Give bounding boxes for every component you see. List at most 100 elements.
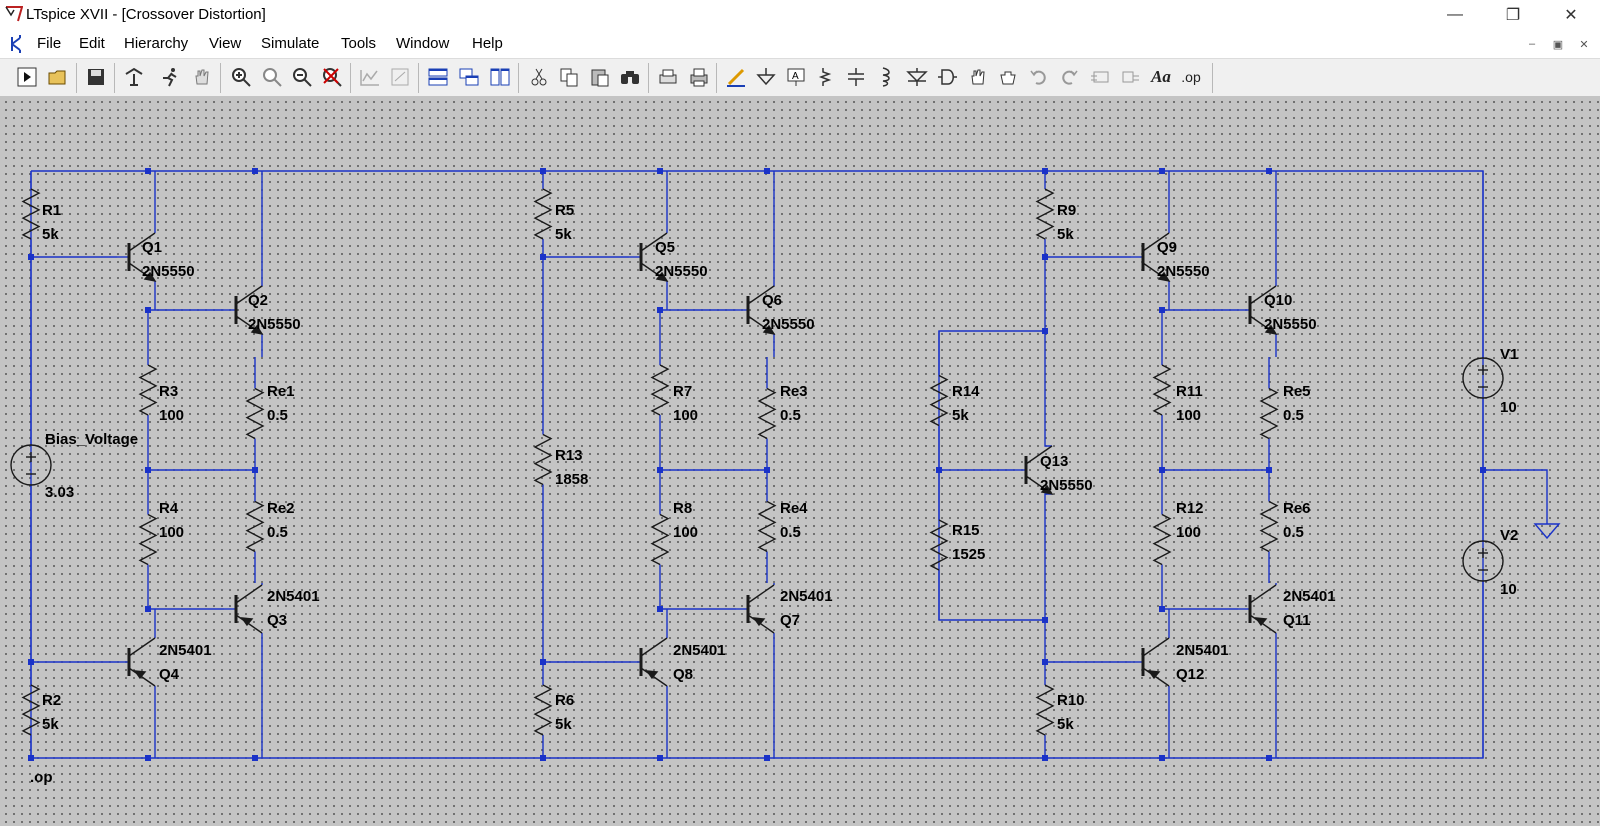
component-label[interactable]: Q10: [1264, 292, 1292, 309]
run-man-button[interactable]: [157, 64, 183, 90]
component-label[interactable]: V2: [1500, 527, 1518, 544]
cascade-button[interactable]: [456, 64, 482, 90]
mdi-minimize-button[interactable]: –: [1520, 34, 1544, 54]
diode-button[interactable]: [904, 64, 930, 90]
component-label[interactable]: R14: [952, 383, 980, 400]
component-label[interactable]: Re2: [267, 500, 295, 517]
component-label[interactable]: Q1: [142, 239, 162, 256]
component-label[interactable]: Q7: [780, 612, 800, 629]
component-label[interactable]: R6: [555, 692, 574, 709]
component-label[interactable]: Bias_Voltage: [45, 431, 138, 448]
wire[interactable]: [1044, 493, 1052, 620]
resistor[interactable]: [21, 188, 41, 240]
component-label[interactable]: 2N5401: [159, 642, 212, 659]
component-label[interactable]: 2N5401: [780, 588, 833, 605]
component-label[interactable]: 100: [1176, 407, 1201, 424]
component-label[interactable]: Re3: [780, 383, 808, 400]
component-label[interactable]: 10: [1500, 399, 1517, 416]
spice-directive[interactable]: .op: [30, 769, 53, 786]
component-label[interactable]: Q8: [673, 666, 693, 683]
voltage-source[interactable]: [10, 444, 52, 486]
tile-horizontal-button[interactable]: [425, 64, 451, 90]
component-label[interactable]: 100: [673, 524, 698, 541]
minimize-button[interactable]: —: [1426, 0, 1484, 30]
wire[interactable]: [1044, 331, 1052, 447]
resistor[interactable]: [650, 364, 670, 416]
wire[interactable]: [30, 170, 1484, 759]
component-label[interactable]: 5k: [555, 226, 572, 243]
component-label[interactable]: 100: [1176, 524, 1201, 541]
resistor[interactable]: [533, 684, 553, 736]
component-label[interactable]: 5k: [1057, 716, 1074, 733]
voltage-source[interactable]: [1462, 540, 1504, 582]
resistor[interactable]: [929, 374, 949, 427]
component-label[interactable]: R13: [555, 447, 583, 464]
redo-button[interactable]: [1056, 64, 1082, 90]
resistor[interactable]: [138, 513, 158, 566]
component-label[interactable]: 5k: [42, 226, 59, 243]
component-label[interactable]: 2N5550: [762, 316, 815, 333]
tile-vertical-button[interactable]: [487, 64, 513, 90]
waveform-button[interactable]: [357, 64, 383, 90]
component-label[interactable]: R5: [555, 202, 574, 219]
resistor[interactable]: [245, 387, 265, 440]
component-label[interactable]: 2N5550: [1040, 477, 1093, 494]
mdi-close-button[interactable]: ✕: [1572, 34, 1596, 54]
autorange-button[interactable]: [387, 64, 413, 90]
component-label[interactable]: 2N5550: [655, 263, 708, 280]
resistor[interactable]: [929, 519, 949, 571]
component-label[interactable]: 5k: [555, 716, 572, 733]
component-label[interactable]: 0.5: [267, 407, 288, 424]
zoom-cancel-button[interactable]: [319, 64, 345, 90]
component-label[interactable]: R7: [673, 383, 692, 400]
component-label[interactable]: R10: [1057, 692, 1085, 709]
restore-button[interactable]: ❐: [1484, 0, 1542, 30]
wire[interactable]: [938, 330, 1045, 621]
menu-window[interactable]: Window: [396, 35, 450, 52]
pan-button[interactable]: [189, 64, 215, 90]
component-label[interactable]: Re5: [1283, 383, 1311, 400]
component-label[interactable]: Q4: [159, 666, 180, 683]
component-label[interactable]: R8: [673, 500, 692, 517]
zoom-full-button[interactable]: [259, 64, 285, 90]
resistor[interactable]: [533, 188, 553, 240]
spice-directive-button[interactable]: .op: [1178, 64, 1204, 90]
component-label[interactable]: 0.5: [780, 524, 801, 541]
wire[interactable]: [1483, 469, 1548, 524]
resistor[interactable]: [1152, 364, 1172, 416]
component-label[interactable]: 5k: [42, 716, 59, 733]
mdi-restore-button[interactable]: ▣: [1546, 34, 1570, 54]
component-label[interactable]: R12: [1176, 500, 1204, 517]
component-label[interactable]: 2N5401: [673, 642, 726, 659]
component-label[interactable]: 2N5550: [248, 316, 301, 333]
component-label[interactable]: R11: [1176, 383, 1203, 400]
component-label[interactable]: 10: [1500, 581, 1517, 598]
menu-hierarchy[interactable]: Hierarchy: [124, 35, 189, 52]
cut-button[interactable]: [526, 64, 552, 90]
component-label[interactable]: 2N5550: [142, 263, 195, 280]
component-label[interactable]: 0.5: [1283, 407, 1304, 424]
component-label[interactable]: 2N5401: [267, 588, 320, 605]
component-label[interactable]: Q12: [1176, 666, 1204, 683]
copy-button[interactable]: [556, 64, 582, 90]
component-label[interactable]: 0.5: [780, 407, 801, 424]
ground-button[interactable]: [753, 64, 779, 90]
component-label[interactable]: R15: [952, 522, 980, 539]
component-label[interactable]: Q2: [248, 292, 268, 309]
component-label[interactable]: 2N5401: [1283, 588, 1336, 605]
voltage-source[interactable]: [1462, 357, 1504, 399]
menu-simulate[interactable]: Simulate: [261, 35, 320, 52]
zoom-out-button[interactable]: [289, 64, 315, 90]
resistor[interactable]: [1035, 684, 1055, 736]
rotate-button[interactable]: [1087, 64, 1113, 90]
menu-help[interactable]: Help: [472, 35, 503, 52]
component-label[interactable]: Q9: [1157, 239, 1177, 256]
resistor[interactable]: [1035, 188, 1055, 240]
drag-button[interactable]: [995, 64, 1021, 90]
component-label[interactable]: 2N5550: [1157, 263, 1210, 280]
component-button[interactable]: [934, 64, 960, 90]
print-setup-button[interactable]: [655, 64, 681, 90]
component-label[interactable]: 100: [673, 407, 698, 424]
component-label[interactable]: 5k: [1057, 226, 1074, 243]
component-label[interactable]: 100: [159, 524, 184, 541]
